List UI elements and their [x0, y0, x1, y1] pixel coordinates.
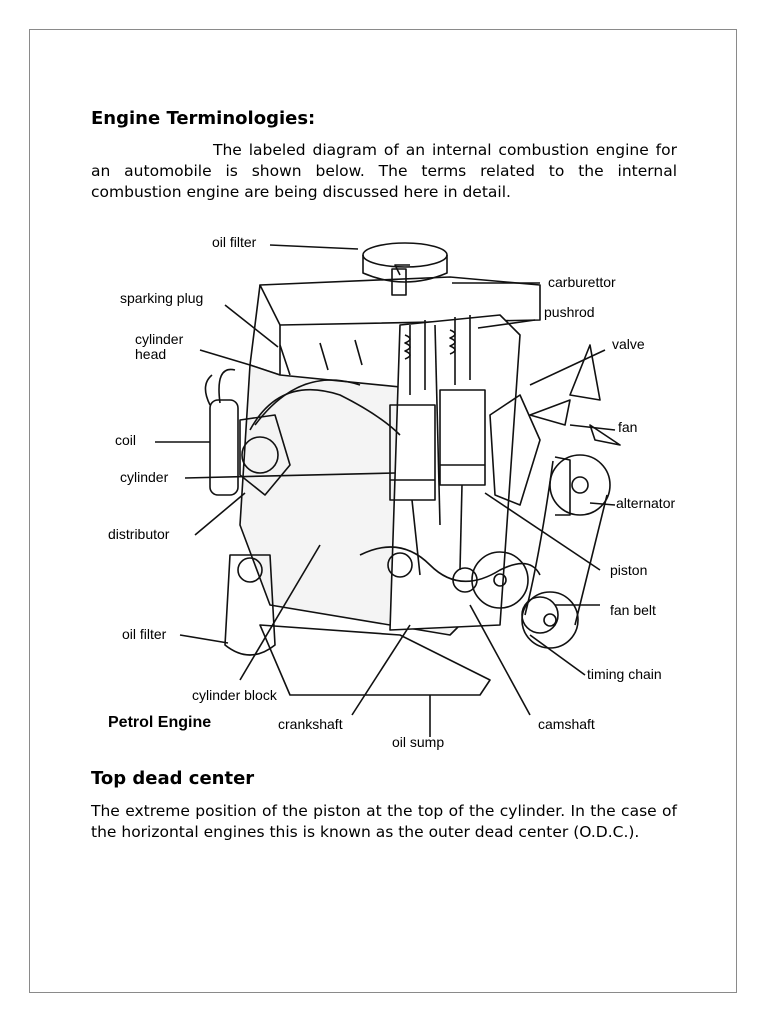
intro-paragraph: The labeled diagram of an internal combu…	[91, 141, 677, 201]
label-crankshaft: crankshaft	[278, 716, 343, 732]
label-alternator: alternator	[616, 495, 676, 511]
label-cylinder: cylinder	[120, 469, 169, 485]
label-oil-filter-top: oil filter	[212, 234, 257, 250]
label-carburettor: carburettor	[548, 274, 616, 290]
label-fan-belt: fan belt	[610, 602, 656, 618]
figure-caption: Petrol Engine	[108, 714, 212, 731]
section-heading-engine-terminologies: Engine Terminologies:	[91, 108, 316, 129]
top-dead-center-paragraph: The extreme position of the piston at th…	[91, 802, 677, 841]
label-cylinder-head: cylinder head	[135, 331, 184, 362]
label-cylinder-block: cylinder block	[192, 687, 277, 703]
label-camshaft: camshaft	[538, 716, 595, 732]
petrol-engine-diagram: oil filter carburettor sparking plug pus…	[100, 225, 690, 760]
label-pushrod: pushrod	[544, 304, 595, 320]
label-oil-sump: oil sump	[392, 734, 445, 750]
label-valve: valve	[612, 336, 645, 352]
section-heading-top-dead-center: Top dead center	[91, 768, 255, 789]
label-sparking-plug: sparking plug	[120, 290, 204, 306]
page-border	[29, 29, 737, 993]
engine-drawing	[155, 242, 621, 737]
label-fan: fan	[618, 419, 638, 435]
label-piston: piston	[610, 562, 648, 578]
label-coil: coil	[115, 432, 137, 448]
label-distributor: distributor	[108, 526, 170, 542]
label-oil-filter-bottom: oil filter	[122, 626, 167, 642]
label-timing-chain: timing chain	[587, 666, 662, 682]
